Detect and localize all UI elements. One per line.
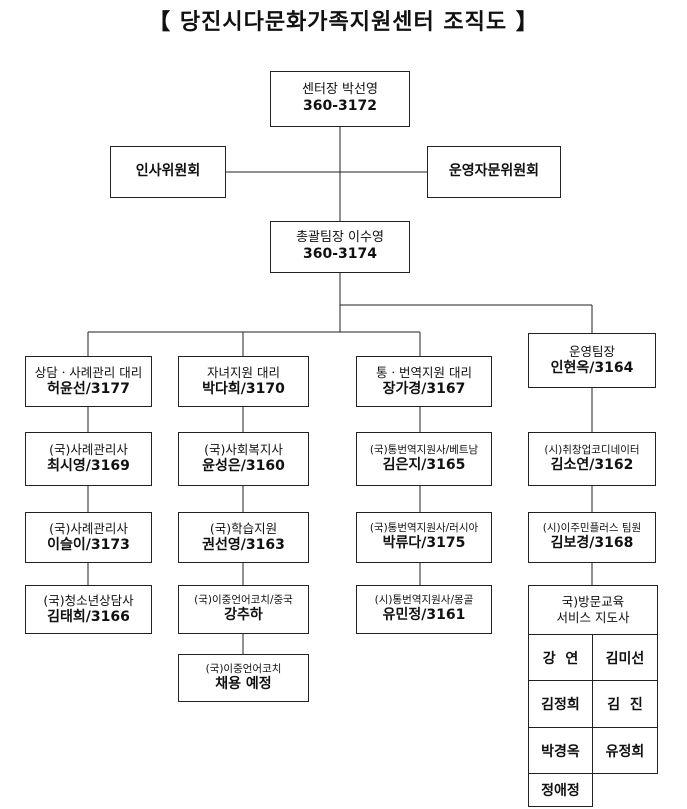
dept-head-name: 장가경/3167 — [382, 380, 466, 397]
advisory-committee-box: 운영자문위원회 — [427, 146, 561, 198]
manager-role: 총괄팀장 이수영 — [296, 230, 384, 246]
tutor-name-cell: 유정희 — [592, 727, 658, 774]
staff-name: 김소연/3162 — [550, 456, 634, 473]
tutor-name-cell: 김정희 — [528, 680, 593, 728]
staff-box: (국)사회복지사 윤성은/3160 — [178, 432, 309, 486]
director-box: 센터장 박선영 360-3172 — [270, 71, 410, 127]
staff-name: 이슬이/3173 — [47, 536, 130, 553]
staff-box: (국)학습지원 권선영/3163 — [178, 512, 309, 563]
dept-head-role: 통ㆍ번역지원 대리 — [376, 364, 472, 380]
staff-name: 최시영/3169 — [47, 458, 130, 475]
staff-name: 유민정/3161 — [382, 607, 466, 624]
staff-role: (시)통번역지원사/몽골 — [374, 594, 474, 607]
staff-role: (국)통번역지원사/베트남 — [369, 443, 479, 456]
staff-name: 강추하 — [224, 607, 263, 624]
staff-role: (국)통번역지원사/러시아 — [369, 522, 479, 535]
tutor-name-cell: 김 진 — [592, 680, 658, 728]
staff-role: (국)청소년상담사 — [43, 592, 134, 608]
manager-box: 총괄팀장 이수영 360-3174 — [270, 221, 410, 273]
staff-role: (국)학습지원 — [209, 520, 278, 536]
dept-head-role: 상담ㆍ사례관리 대리 — [34, 364, 143, 380]
staff-name: 채용 예정 — [215, 675, 272, 692]
staff-box: (국)사례관리사 이슬이/3173 — [25, 512, 152, 563]
staff-name: 김은지/3165 — [382, 456, 466, 473]
dept-head-counseling: 상담ㆍ사례관리 대리 허윤선/3177 — [25, 356, 152, 407]
dept-head-interpretation: 통ㆍ번역지원 대리 장가경/3167 — [356, 356, 492, 407]
dept-head-role: 자녀지원 대리 — [207, 364, 280, 380]
staff-box: (시)이주민플러스 팀원 김보경/3168 — [528, 512, 656, 563]
staff-role: (국)사회복지사 — [204, 442, 283, 458]
tutor-name-cell: 강 연 — [528, 634, 593, 681]
tutor-group-title-line2: 서비스 지도사 — [556, 610, 630, 625]
manager-phone: 360-3174 — [303, 246, 377, 263]
advisory-committee-label: 운영자문위원회 — [448, 163, 540, 180]
personnel-committee-label: 인사위원회 — [135, 163, 201, 180]
tutor-group-header: 국)방문교육 서비스 지도사 — [528, 585, 658, 635]
dept-head-name: 박다희/3170 — [202, 380, 285, 397]
staff-role: (시)취창업코디네이터 — [544, 443, 640, 456]
staff-role: (국)이중언어코치 — [205, 662, 282, 675]
tutor-group-title-line1: 국)방문교육 — [561, 593, 625, 609]
staff-box: (시)취창업코디네이터 김소연/3162 — [528, 432, 656, 486]
dept-head-role: 운영팀장 — [568, 343, 615, 359]
staff-name: 권선영/3163 — [202, 536, 285, 553]
staff-name: 박류다/3175 — [382, 535, 466, 552]
staff-box: (시)통번역지원사/몽골 유민정/3161 — [356, 585, 492, 634]
staff-name: 김태희/3166 — [47, 608, 130, 625]
staff-name: 김보경/3168 — [550, 535, 634, 552]
staff-box: (국)이중언어코치/중국 강추하 — [178, 585, 309, 634]
staff-role: (국)사례관리사 — [49, 442, 128, 458]
staff-box: (국)사례관리사 최시영/3169 — [25, 432, 152, 486]
staff-box: (국)청소년상담사 김태희/3166 — [25, 585, 152, 634]
director-role: 센터장 박선영 — [302, 82, 378, 98]
dept-head-name: 인현옥/3164 — [550, 359, 634, 376]
tutor-name-cell: 정애정 — [528, 773, 593, 807]
staff-role: (국)사례관리사 — [49, 520, 128, 536]
dept-head-children: 자녀지원 대리 박다희/3170 — [178, 356, 309, 407]
dept-head-operations: 운영팀장 인현옥/3164 — [528, 333, 656, 388]
dept-head-name: 허윤선/3177 — [47, 380, 130, 397]
staff-box: (국)이중언어코치 채용 예정 — [178, 654, 309, 702]
staff-box: (국)통번역지원사/베트남 김은지/3165 — [356, 432, 492, 486]
staff-name: 윤성은/3160 — [202, 458, 285, 475]
tutor-name-cell: 박경옥 — [528, 727, 593, 774]
staff-role: (국)이중언어코치/중국 — [194, 594, 293, 607]
staff-box: (국)통번역지원사/러시아 박류다/3175 — [356, 512, 492, 563]
chart-title: 【 당진시다문화가족지원센터 조직도 】 — [148, 10, 539, 35]
staff-role: (시)이주민플러스 팀원 — [542, 522, 642, 535]
personnel-committee-box: 인사위원회 — [110, 146, 226, 198]
tutor-name-cell: 김미선 — [592, 634, 658, 681]
director-phone: 360-3172 — [303, 98, 377, 115]
